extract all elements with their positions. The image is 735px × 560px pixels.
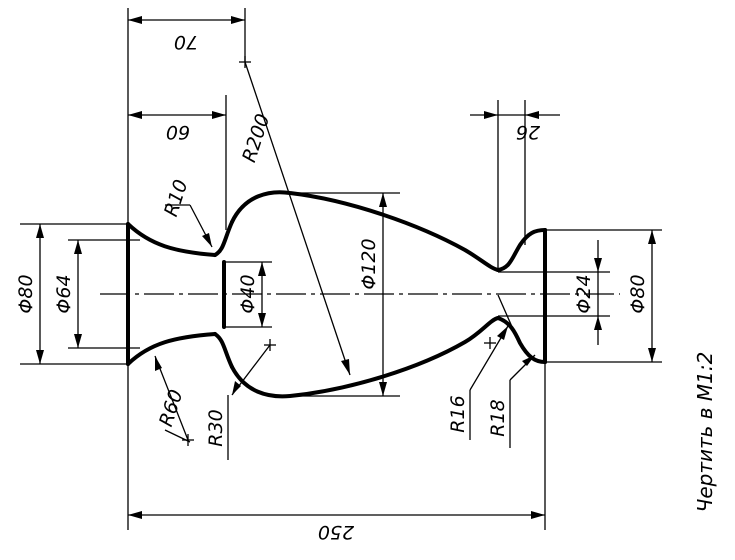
dim-radius-60: R60 — [155, 387, 187, 429]
dim-right-fillet-position: 26 — [516, 121, 540, 143]
dim-dia-left-inner: Φ64 — [53, 274, 75, 313]
dim-dia-right-neck: Φ24 — [573, 274, 595, 313]
dim-dia-right-flange: Φ80 — [627, 274, 649, 313]
dim-dia-body: Φ120 — [358, 238, 380, 289]
dim-radius-16: R16 — [447, 395, 469, 432]
center-marks — [182, 56, 496, 446]
dimension-lines — [39, 19, 653, 516]
arrowheads — [36, 16, 656, 519]
dim-radius-18: R18 — [487, 399, 509, 436]
dim-neck-position: 70 — [174, 31, 198, 53]
dim-dia-neck: Φ40 — [237, 274, 259, 313]
dim-left-bowl-position: 60 — [166, 121, 190, 143]
dim-dia-left-flange: Φ80 — [15, 274, 37, 313]
dim-overall-length: 250 — [318, 521, 354, 543]
scale-note: Чертить в М1:2 — [693, 352, 717, 513]
dim-radius-200: R200 — [238, 111, 274, 165]
dim-radius-30: R30 — [205, 409, 227, 446]
dim-radius-10: R10 — [160, 177, 192, 219]
extension-lines — [20, 8, 662, 530]
